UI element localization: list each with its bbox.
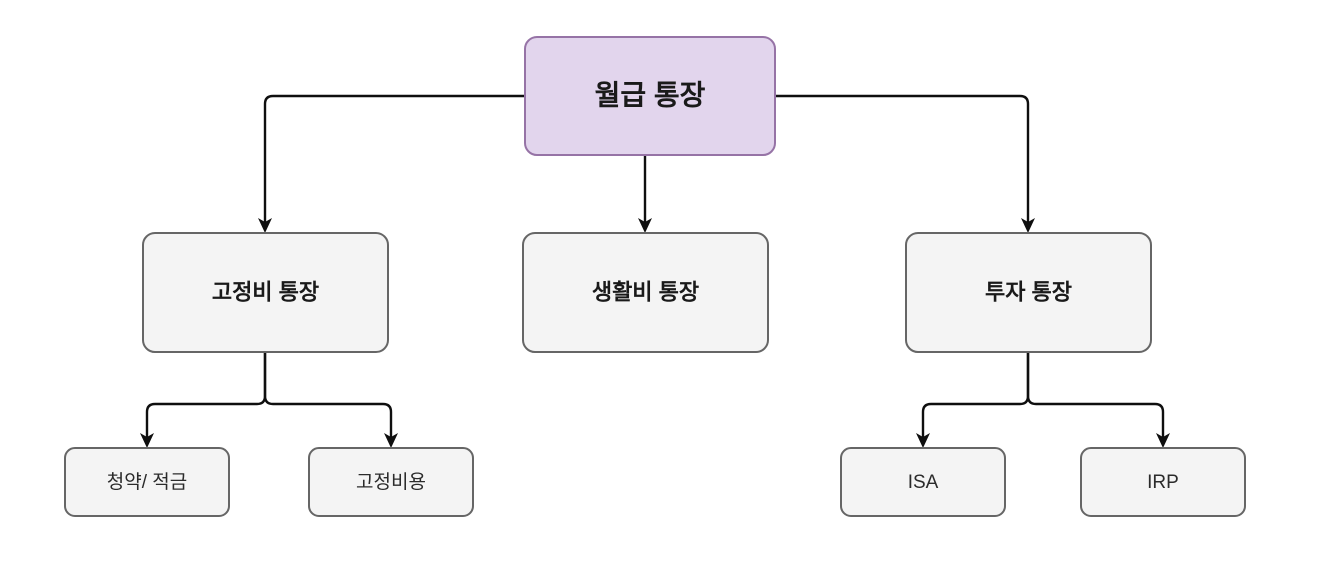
node-isa[interactable]: ISA (840, 447, 1006, 517)
node-box[interactable] (1080, 447, 1246, 517)
node-box[interactable] (524, 36, 776, 156)
arrowhead-icon (384, 433, 398, 448)
arrowhead-icon (1156, 433, 1170, 448)
edge-layer (140, 94, 1170, 448)
node-label: 월급 통장 (595, 79, 706, 110)
node-box[interactable] (905, 232, 1152, 353)
edge-salary-to-fixed (258, 94, 525, 233)
edge-line (263, 94, 525, 224)
edge-line (1026, 352, 1165, 439)
node-label: 고정비 통장 (212, 279, 319, 304)
node-irp[interactable]: IRP (1080, 447, 1246, 517)
node-fixed-cost-account[interactable]: 고정비 통장 (142, 232, 389, 353)
node-box[interactable] (840, 447, 1006, 517)
edge-fixed-to-expense (263, 352, 398, 448)
edge-line (263, 352, 393, 439)
arrowhead-icon (1021, 218, 1035, 233)
edge-fixed-to-subscription (140, 352, 267, 448)
node-box[interactable] (142, 232, 389, 353)
node-box[interactable] (308, 447, 474, 517)
edge-investment-to-isa (916, 352, 1030, 448)
node-fixed-expense[interactable]: 고정비용 (308, 447, 474, 517)
node-box[interactable] (64, 447, 230, 517)
arrowhead-icon (916, 433, 930, 448)
node-subscription-savings[interactable]: 청약/ 적금 (64, 447, 230, 517)
node-label: 청약/ 적금 (107, 471, 187, 493)
edge-line (921, 352, 1030, 439)
node-salary-account[interactable]: 월급 통장 (524, 36, 776, 156)
node-label: 투자 통장 (985, 279, 1072, 304)
edge-line (145, 352, 267, 439)
edge-line (775, 94, 1030, 224)
edge-salary-to-investment (775, 94, 1035, 233)
node-label: 생활비 통장 (592, 279, 699, 304)
node-label: IRP (1147, 472, 1179, 493)
arrowhead-icon (638, 218, 652, 233)
arrowhead-icon (258, 218, 272, 233)
node-living-cost-account[interactable]: 생활비 통장 (522, 232, 769, 353)
edge-investment-to-irp (1026, 352, 1170, 448)
node-label: 고정비용 (356, 471, 426, 493)
arrowhead-icon (140, 433, 154, 448)
node-box[interactable] (522, 232, 769, 353)
node-label: ISA (908, 472, 939, 493)
edge-salary-to-living (638, 155, 652, 233)
node-investment-account[interactable]: 투자 통장 (905, 232, 1152, 353)
